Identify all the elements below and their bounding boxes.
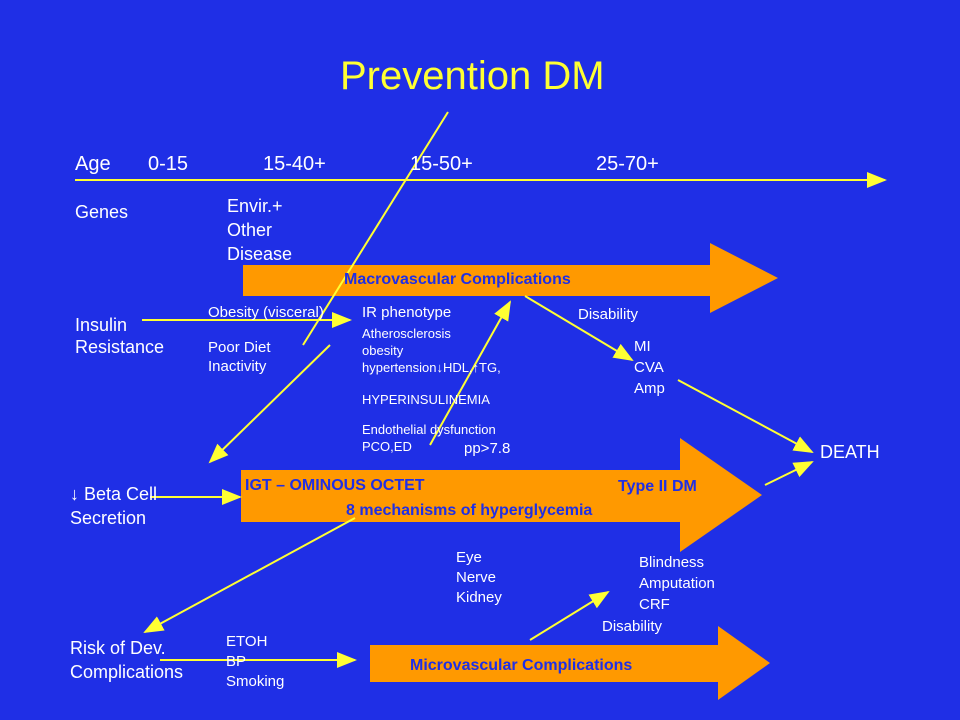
age-label: Age [75, 153, 111, 175]
type2-to-death-arrow [764, 461, 814, 486]
macrovascular-arrow [243, 243, 778, 313]
type2-arrow [241, 438, 762, 552]
micro-to-blindness-arrow [529, 590, 610, 641]
hyperinsulinemia-label: HYPERINSULINEMIA [362, 392, 490, 407]
macrovascular-label: Macrovascular Complications [344, 271, 571, 288]
macro-to-mi-arrow [524, 295, 634, 362]
amp-to-death-arrow [677, 379, 814, 453]
diagonal-line-1 [302, 111, 449, 346]
type2-to-risk-arrow [143, 517, 356, 633]
death-label: DEATH [820, 442, 880, 462]
mechanisms-label: 8 mechanisms of hyperglycemia [346, 502, 593, 519]
disability-bottom-label: Disability [602, 618, 663, 635]
type2-label: Type II DM [618, 478, 697, 495]
endothelial-up-arrow [429, 300, 511, 446]
microvascular-arrow [370, 626, 770, 700]
diagonal-arrow-2 [208, 344, 331, 464]
ominous-text: – OMINOUS OCTET [271, 477, 425, 494]
obesity-label: Obesity (visceral) [208, 304, 324, 321]
pp-label: pp>7.8 [464, 440, 511, 457]
genes-label: Genes [75, 202, 129, 222]
age-15-50: 15-50+ [410, 153, 473, 175]
igt-label: IGT – OMINOUS OCTET [245, 476, 425, 495]
age-0-15: 0-15 [148, 153, 189, 175]
disability-top-label: Disability [578, 306, 639, 323]
age-25-70: 25-70+ [596, 153, 659, 175]
risk-label: Risk of Dev.Complications [70, 638, 184, 682]
ir-phenotype-label: IR phenotype [362, 304, 452, 321]
age-15-40: 15-40+ [263, 153, 326, 175]
igt-text: IGT [245, 477, 272, 494]
page-title: Prevention DM [340, 54, 605, 98]
microvascular-label: Microvascular Complications [410, 657, 633, 674]
